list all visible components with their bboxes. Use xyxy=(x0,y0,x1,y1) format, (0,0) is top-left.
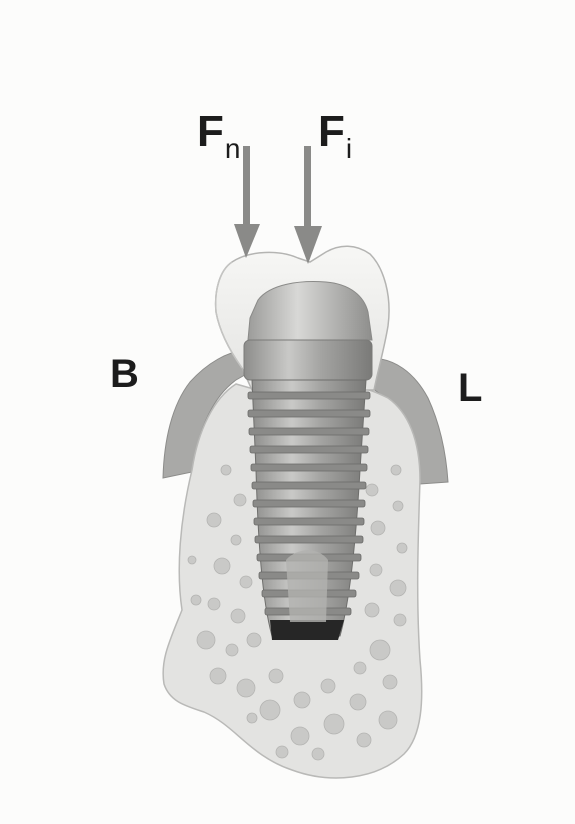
buccal-label: B xyxy=(110,354,139,394)
force-normal-label: Fn xyxy=(197,110,240,154)
force-normal-symbol: F xyxy=(197,107,224,156)
force-normal-subscript: n xyxy=(225,133,241,164)
lingual-label: L xyxy=(458,368,482,408)
force-arrow-implant xyxy=(294,146,322,264)
implant-collar xyxy=(244,340,372,380)
force-implant-subscript: i xyxy=(346,133,352,164)
force-implant-symbol: F xyxy=(318,107,345,156)
implant-apex xyxy=(270,620,344,640)
implant-core-highlight xyxy=(286,550,328,622)
force-implant-label: Fi xyxy=(318,110,352,154)
